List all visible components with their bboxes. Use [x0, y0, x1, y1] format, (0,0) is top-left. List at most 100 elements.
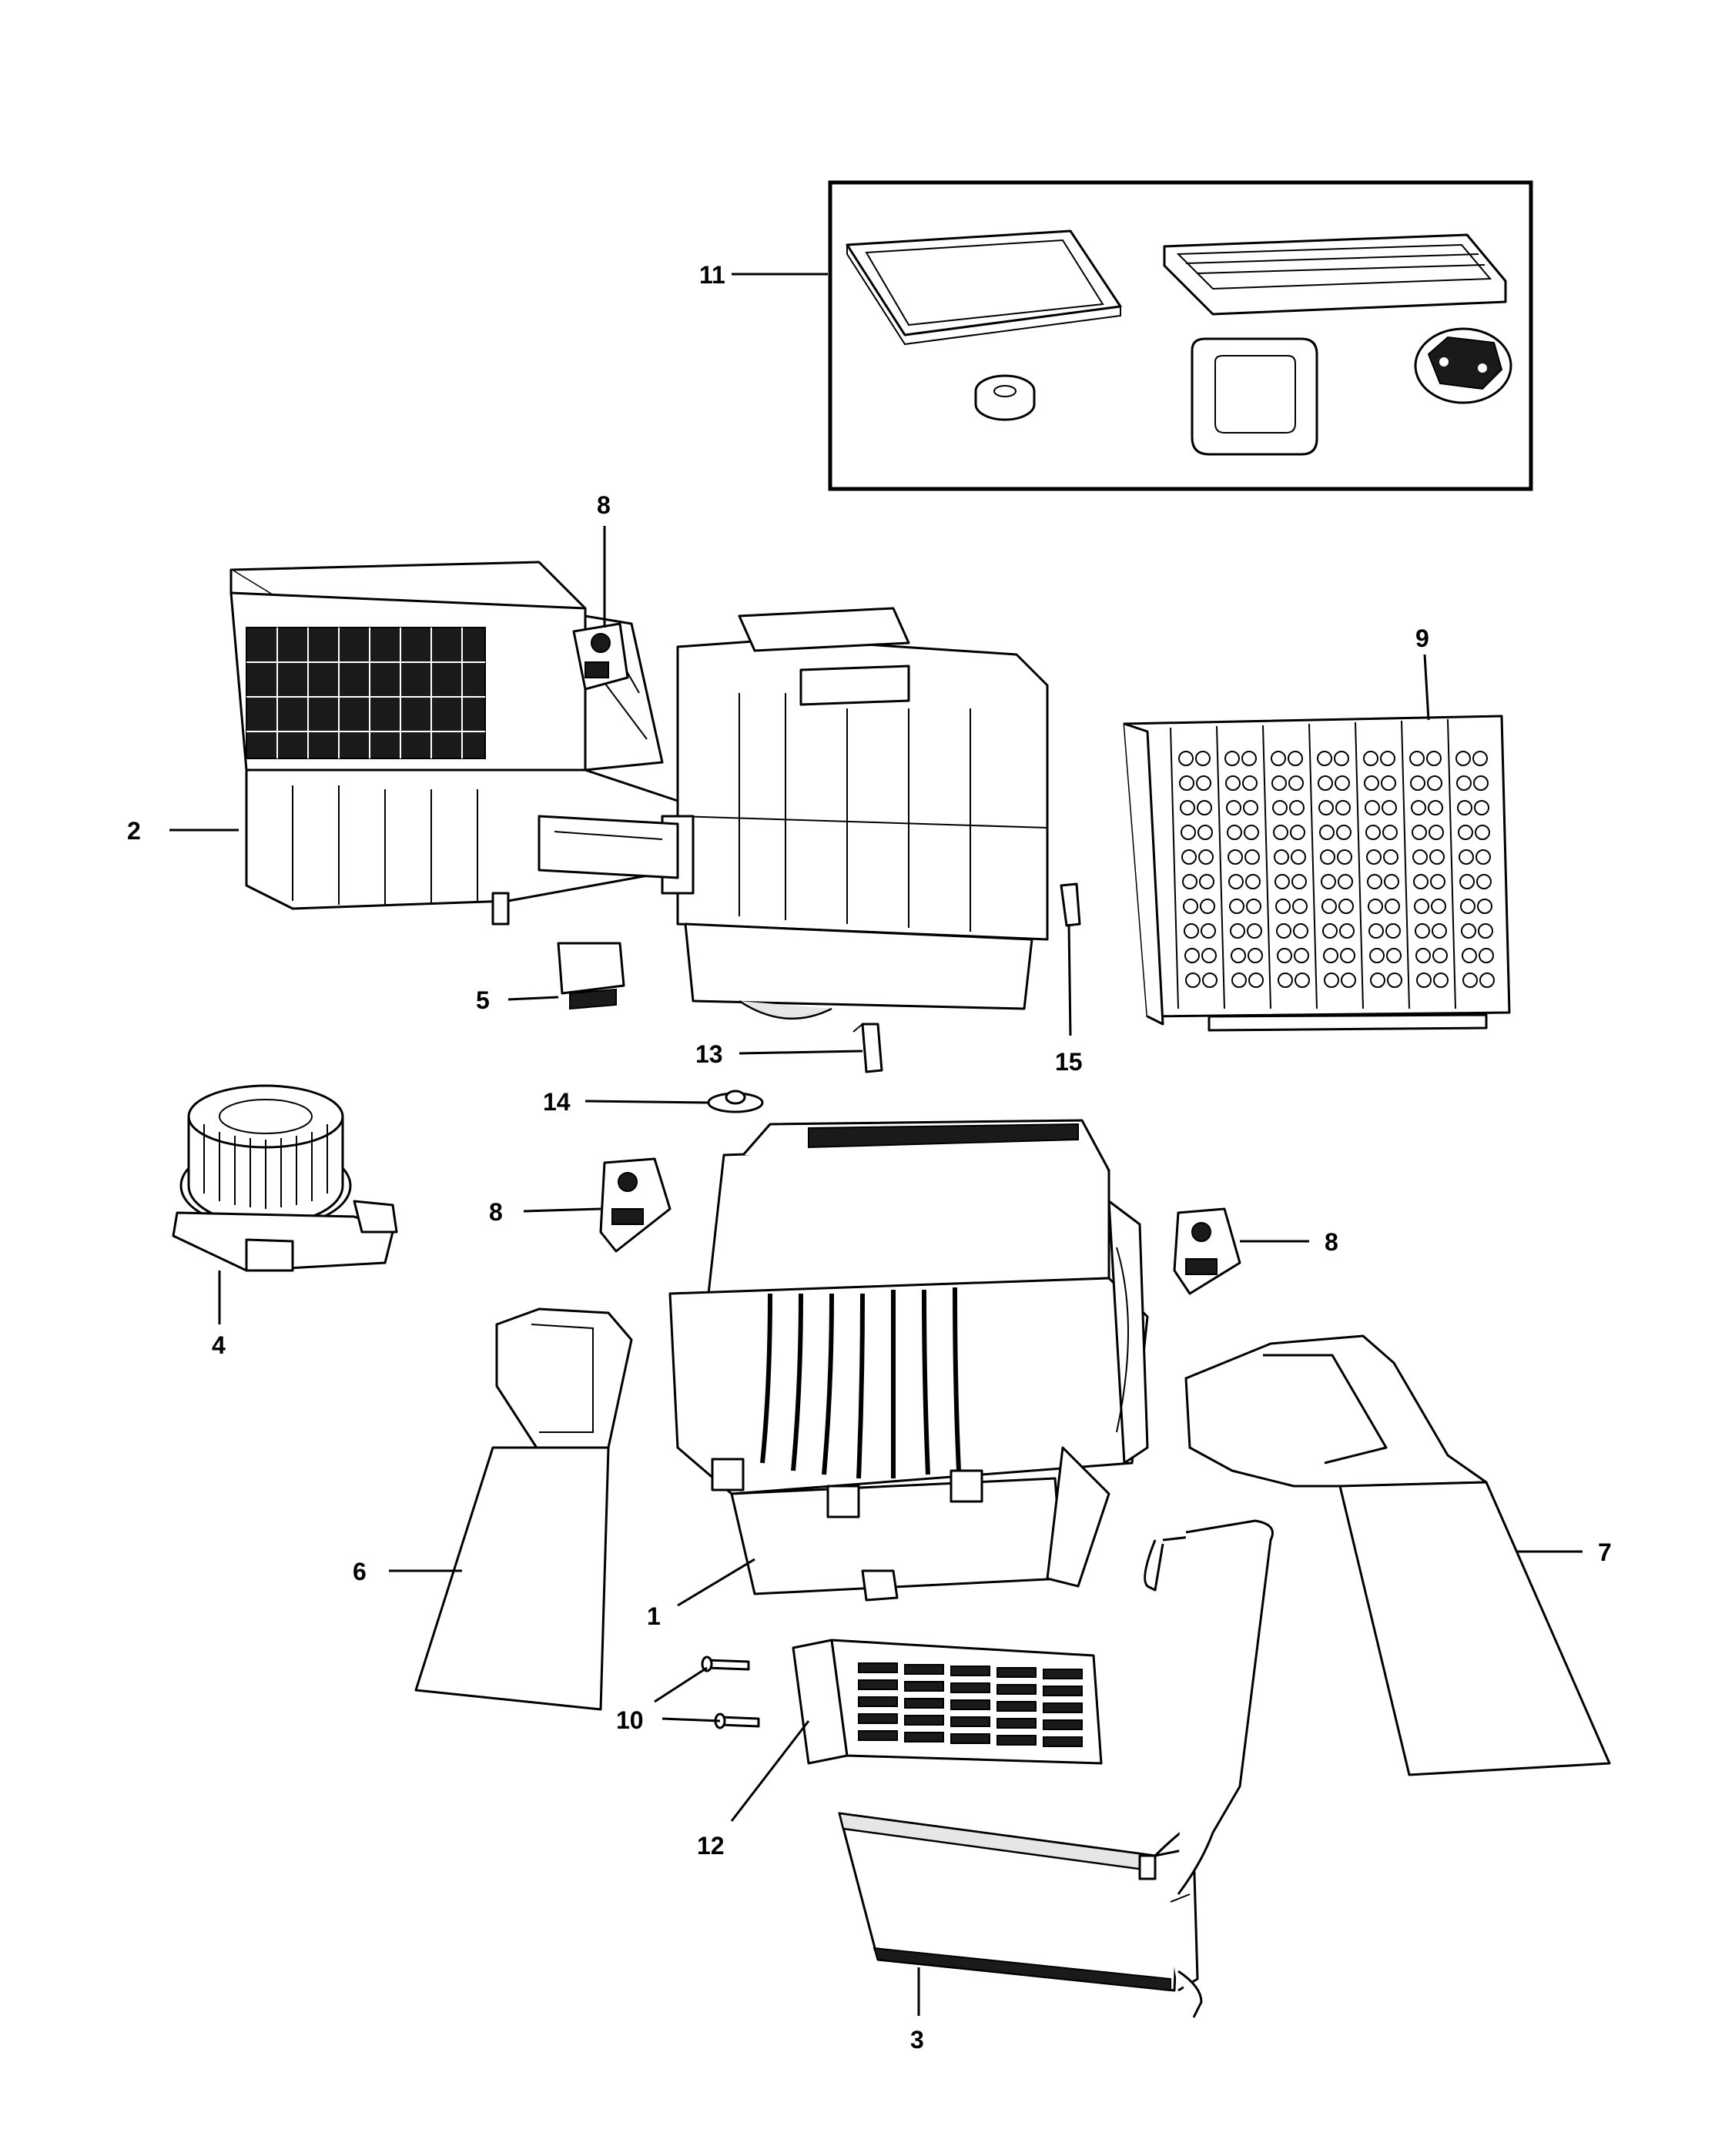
- filter-hole: [1200, 899, 1215, 914]
- filter-hole: [1366, 849, 1382, 865]
- callout-9: 9: [1415, 624, 1429, 652]
- filter-hole: [1271, 751, 1286, 766]
- filter-hole: [1432, 948, 1448, 963]
- filter-hole: [1384, 874, 1399, 889]
- filter-hole: [1363, 751, 1378, 766]
- filter-hole: [1227, 825, 1242, 840]
- filter-hole: [1462, 948, 1477, 963]
- filter-hole: [1199, 874, 1214, 889]
- right-duct: [1184, 1334, 1611, 1776]
- filter-hole: [1197, 825, 1213, 840]
- filter-hole: [1228, 874, 1244, 889]
- filter-hole: [1274, 849, 1289, 865]
- grille-slot: [996, 1718, 1037, 1729]
- filter-hole: [1290, 825, 1305, 840]
- filter-hole: [1474, 800, 1489, 815]
- callout-8-middle-right: 8: [1325, 1228, 1338, 1256]
- filter-hole: [1477, 899, 1492, 914]
- clip-15: [1060, 882, 1081, 927]
- filter-hole: [1410, 775, 1425, 791]
- grille-slot: [904, 1681, 944, 1692]
- filter-hole: [1244, 849, 1260, 865]
- filter-hole: [1242, 775, 1258, 791]
- filter-hole: [1321, 874, 1336, 889]
- filter-hole: [1228, 849, 1243, 865]
- screws-10: [701, 1656, 760, 1729]
- filter-hole: [1183, 899, 1198, 914]
- grille-slot: [904, 1664, 944, 1675]
- filter-hole: [1476, 874, 1492, 889]
- filter-hole: [1412, 825, 1427, 840]
- filter-hole: [1294, 948, 1309, 963]
- filter-hole: [1456, 775, 1472, 791]
- seal-kit-box: [828, 180, 1533, 491]
- grille-slot: [904, 1732, 944, 1743]
- filter-hole: [1185, 973, 1201, 988]
- filter-hole: [1415, 923, 1430, 939]
- callout-8-middle-left: 8: [489, 1198, 503, 1226]
- filter-hole: [1181, 849, 1197, 865]
- filter-hole: [1382, 825, 1398, 840]
- filter-hole: [1295, 973, 1310, 988]
- filter-hole: [1229, 899, 1244, 914]
- filter-hole: [1273, 825, 1288, 840]
- grille-slot: [858, 1662, 898, 1673]
- filter-hole: [1182, 874, 1197, 889]
- grille-slot: [858, 1696, 898, 1707]
- grille-slot: [904, 1698, 944, 1709]
- filter-hole: [1367, 874, 1382, 889]
- heater-core: [838, 1519, 1274, 2018]
- filter-hole: [1288, 751, 1303, 766]
- filter-hole: [1231, 948, 1246, 963]
- filter-hole: [1368, 899, 1383, 914]
- grille-slot: [996, 1735, 1037, 1746]
- filter-hole: [1318, 800, 1334, 815]
- filter-hole: [1319, 825, 1335, 840]
- filter-hole: [1201, 948, 1217, 963]
- filter-hole: [1340, 948, 1355, 963]
- grille-slot: [1043, 1686, 1083, 1696]
- filter-hole: [1338, 874, 1353, 889]
- filter-hole: [1231, 973, 1247, 988]
- filter-hole: [1278, 973, 1293, 988]
- filter-hole: [1225, 775, 1241, 791]
- left-duct: [414, 1307, 633, 1711]
- grille-slot: [1043, 1736, 1083, 1747]
- filter-hole: [1432, 923, 1447, 939]
- filter-hole: [1472, 751, 1488, 766]
- actuator-middle-left: [599, 1157, 672, 1253]
- callout-8-upper: 8: [597, 491, 611, 519]
- callout-5: 5: [476, 986, 490, 1014]
- filter-hole: [1458, 825, 1473, 840]
- grille-12: [792, 1639, 1103, 1765]
- filter-hole: [1224, 751, 1240, 766]
- grille-slot: [950, 1716, 990, 1727]
- filter-hole: [1201, 923, 1216, 939]
- filter-hole: [1338, 899, 1354, 914]
- long-seal-right: [1163, 233, 1507, 316]
- filter-hole: [1323, 948, 1338, 963]
- filter-hole: [1275, 899, 1291, 914]
- filter-hole: [1365, 825, 1381, 840]
- callout-1: 1: [647, 1602, 661, 1630]
- filter-hole: [1339, 923, 1355, 939]
- filter-hole: [1370, 973, 1385, 988]
- filter-hole: [1293, 923, 1308, 939]
- filter-hole: [1412, 849, 1428, 865]
- filter-hole: [1479, 948, 1494, 963]
- filter-hole: [1248, 973, 1264, 988]
- filter-hole: [1430, 874, 1445, 889]
- rect-seal-left: [846, 229, 1122, 346]
- filter-hole: [1202, 973, 1218, 988]
- filter-hole: [1197, 800, 1212, 815]
- oval-bracket: [1414, 327, 1512, 404]
- callout-7: 7: [1598, 1538, 1612, 1566]
- filter-hole: [1291, 874, 1307, 889]
- filter-hole: [1426, 751, 1442, 766]
- filter-hole: [1460, 899, 1475, 914]
- filter-hole: [1364, 775, 1379, 791]
- filter-hole: [1336, 825, 1352, 840]
- filter-hole: [1459, 849, 1474, 865]
- filter-hole: [1385, 899, 1400, 914]
